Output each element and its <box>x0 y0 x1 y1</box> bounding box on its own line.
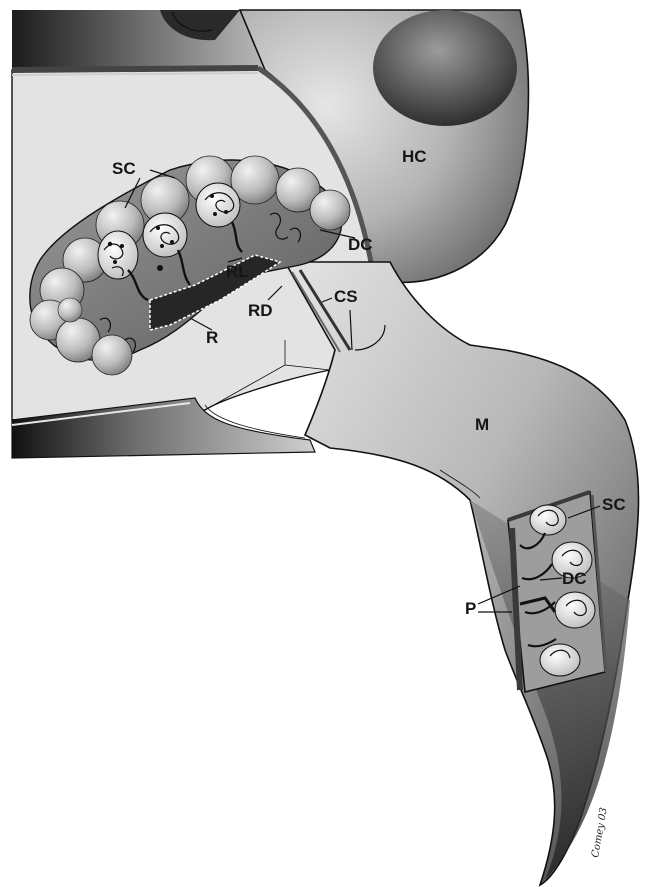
label-rl: RL <box>226 262 249 281</box>
artist-signature: Comey 03 <box>590 807 610 859</box>
label-m: M <box>475 415 489 434</box>
label-sc-bottom: SC <box>602 495 626 514</box>
label-dc-top: DC <box>348 235 373 254</box>
lower-gland-box <box>508 492 606 692</box>
dome-shadow <box>373 10 517 126</box>
label-rd: RD <box>248 301 273 320</box>
label-hc: HC <box>402 147 427 166</box>
label-sc-top: SC <box>112 159 136 178</box>
label-r: R <box>206 328 218 347</box>
label-cs: CS <box>334 287 358 306</box>
svg-text:Comey 03: Comey 03 <box>590 807 610 859</box>
label-p: P <box>465 599 476 618</box>
label-dc-bottom: DC <box>562 569 587 588</box>
